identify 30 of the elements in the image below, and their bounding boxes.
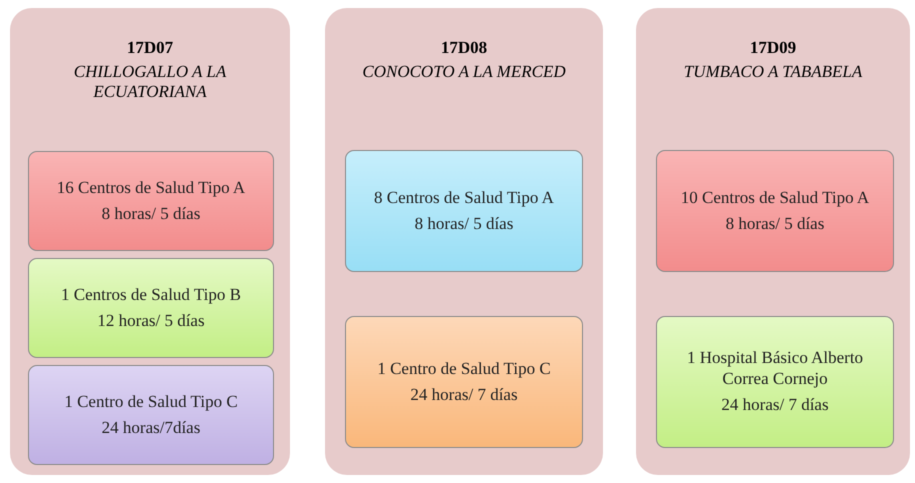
district-name: CONOCOTO A LA MERCED <box>361 62 567 82</box>
schedule-label: 24 horas/ 7 días <box>721 395 829 416</box>
facility-label: 1 Centro de Salud Tipo C <box>377 358 551 379</box>
district-name: TUMBACO A TABABELA <box>682 62 864 82</box>
facility-box <box>345 150 583 272</box>
facility-box <box>28 365 274 465</box>
district-name: CHILLOGALLO A LA ECUATORIANA <box>72 62 228 102</box>
schedule-label: 24 horas/7días <box>102 418 200 438</box>
schedule-label: 8 horas/ 5 días <box>102 204 200 224</box>
facility-label: 16 Centros de Salud Tipo A <box>56 178 246 198</box>
district-panel <box>325 8 603 475</box>
schedule-label: 12 horas/ 5 días <box>97 311 205 332</box>
facility-label: 10 Centros de Salud Tipo A <box>680 188 870 208</box>
district-panel <box>636 8 910 475</box>
district-code: 17D07 <box>126 38 174 58</box>
schedule-label: 8 horas/ 5 días <box>726 214 824 234</box>
schedule-label: 24 horas/ 7 días <box>410 385 518 406</box>
facility-box <box>28 151 274 251</box>
facility-box <box>656 150 894 272</box>
schedule-label: 8 horas/ 5 días <box>414 214 514 234</box>
district-panel <box>10 8 290 475</box>
facility-box <box>345 316 583 448</box>
facility-box <box>28 258 274 358</box>
district-code: 17D09 <box>748 38 798 58</box>
facility-label: 1 Centro de Salud Tipo C <box>64 392 238 412</box>
facility-label: 8 Centros de Salud Tipo A <box>374 188 554 208</box>
facility-label: 1 Hospital Básico Alberto Correa Cornejo <box>686 348 864 390</box>
district-code: 17D08 <box>440 38 488 58</box>
facility-label: 1 Centros de Salud Tipo B <box>61 284 241 305</box>
facility-box <box>656 316 894 448</box>
